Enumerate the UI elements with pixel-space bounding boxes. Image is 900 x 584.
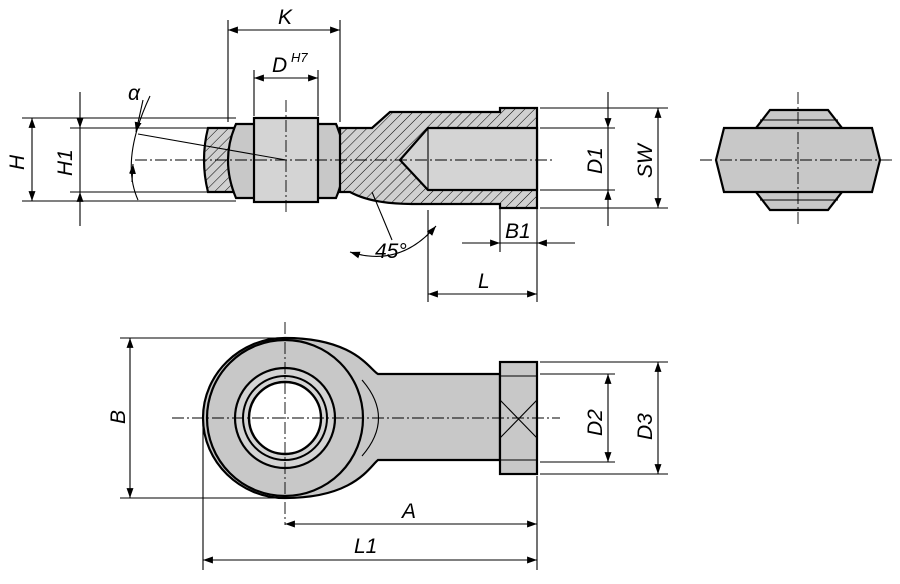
dim-H: H [6,117,236,202]
label-B1: B1 [505,220,531,243]
dim-D1: D1 [540,92,615,226]
side-view [700,92,895,225]
label-L1: L1 [354,535,377,558]
dim-SW: SW [540,107,668,209]
threaded-bore [398,126,539,192]
label-D1: D1 [584,147,607,174]
label-K: K [278,6,293,29]
label-D3: D3 [634,413,657,440]
dim-B: B [107,337,285,499]
label-alpha: α [128,82,141,105]
dim-L: L [428,270,537,298]
label-A: A [400,500,416,523]
label-B: B [107,410,130,424]
label-H: H [6,154,29,170]
dim-D: D H7 [253,50,319,116]
label-H1: H1 [54,149,77,176]
label-D2: D2 [584,409,607,436]
dim-K: K [227,6,341,122]
label-angle-45: 45° [375,240,407,263]
dim-alpha: α [128,82,151,201]
dim-D2: D2 [540,373,615,463]
section-view [135,100,555,215]
label-SW: SW [634,142,657,178]
label-L: L [478,270,490,293]
dim-chamfer-angle: 45° [349,191,437,302]
dim-H1: H1 [54,92,208,226]
dim-A: A [285,476,538,570]
dim-L1: L1 [202,422,537,570]
dim-B1: B1 [462,208,575,302]
dim-D3: D3 [540,361,668,475]
label-D: D [272,54,287,77]
label-D-tolerance: H7 [291,50,308,65]
front-view [172,322,560,525]
